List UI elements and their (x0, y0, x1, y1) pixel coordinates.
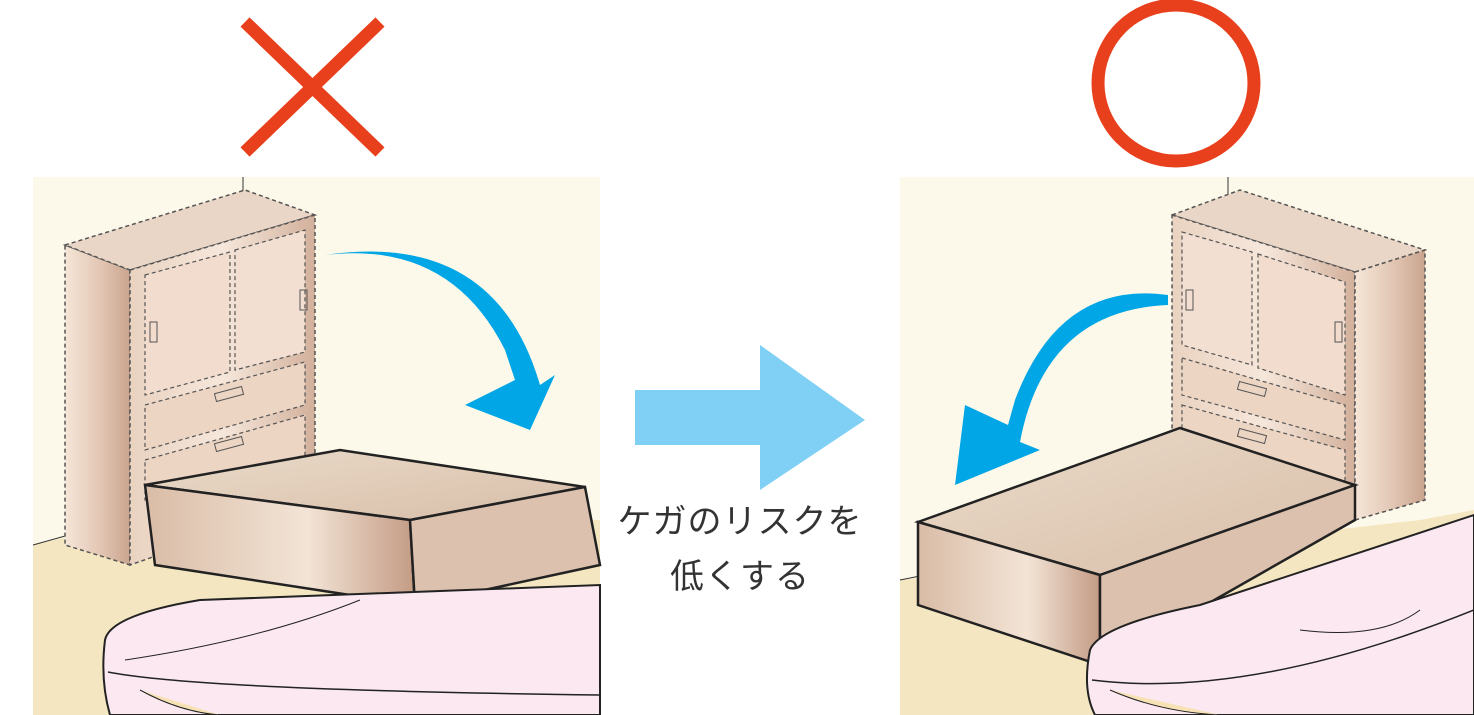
circle-mark-icon (1091, 0, 1261, 168)
falling-furniture-left (143, 448, 602, 607)
correct-example-panel (899, 0, 1474, 715)
wrong-example-panel (32, 17, 602, 715)
fall-direction-arrow-icon (955, 293, 1168, 485)
right-arrow-icon (635, 345, 865, 490)
futon-right (1086, 513, 1474, 715)
caption-line-2: 低くする (670, 557, 810, 597)
futon-left (102, 583, 601, 715)
caption-line-1: ケガのリスクを (617, 502, 863, 542)
cross-mark-icon (240, 17, 385, 157)
fall-direction-arrow-icon (325, 251, 555, 430)
